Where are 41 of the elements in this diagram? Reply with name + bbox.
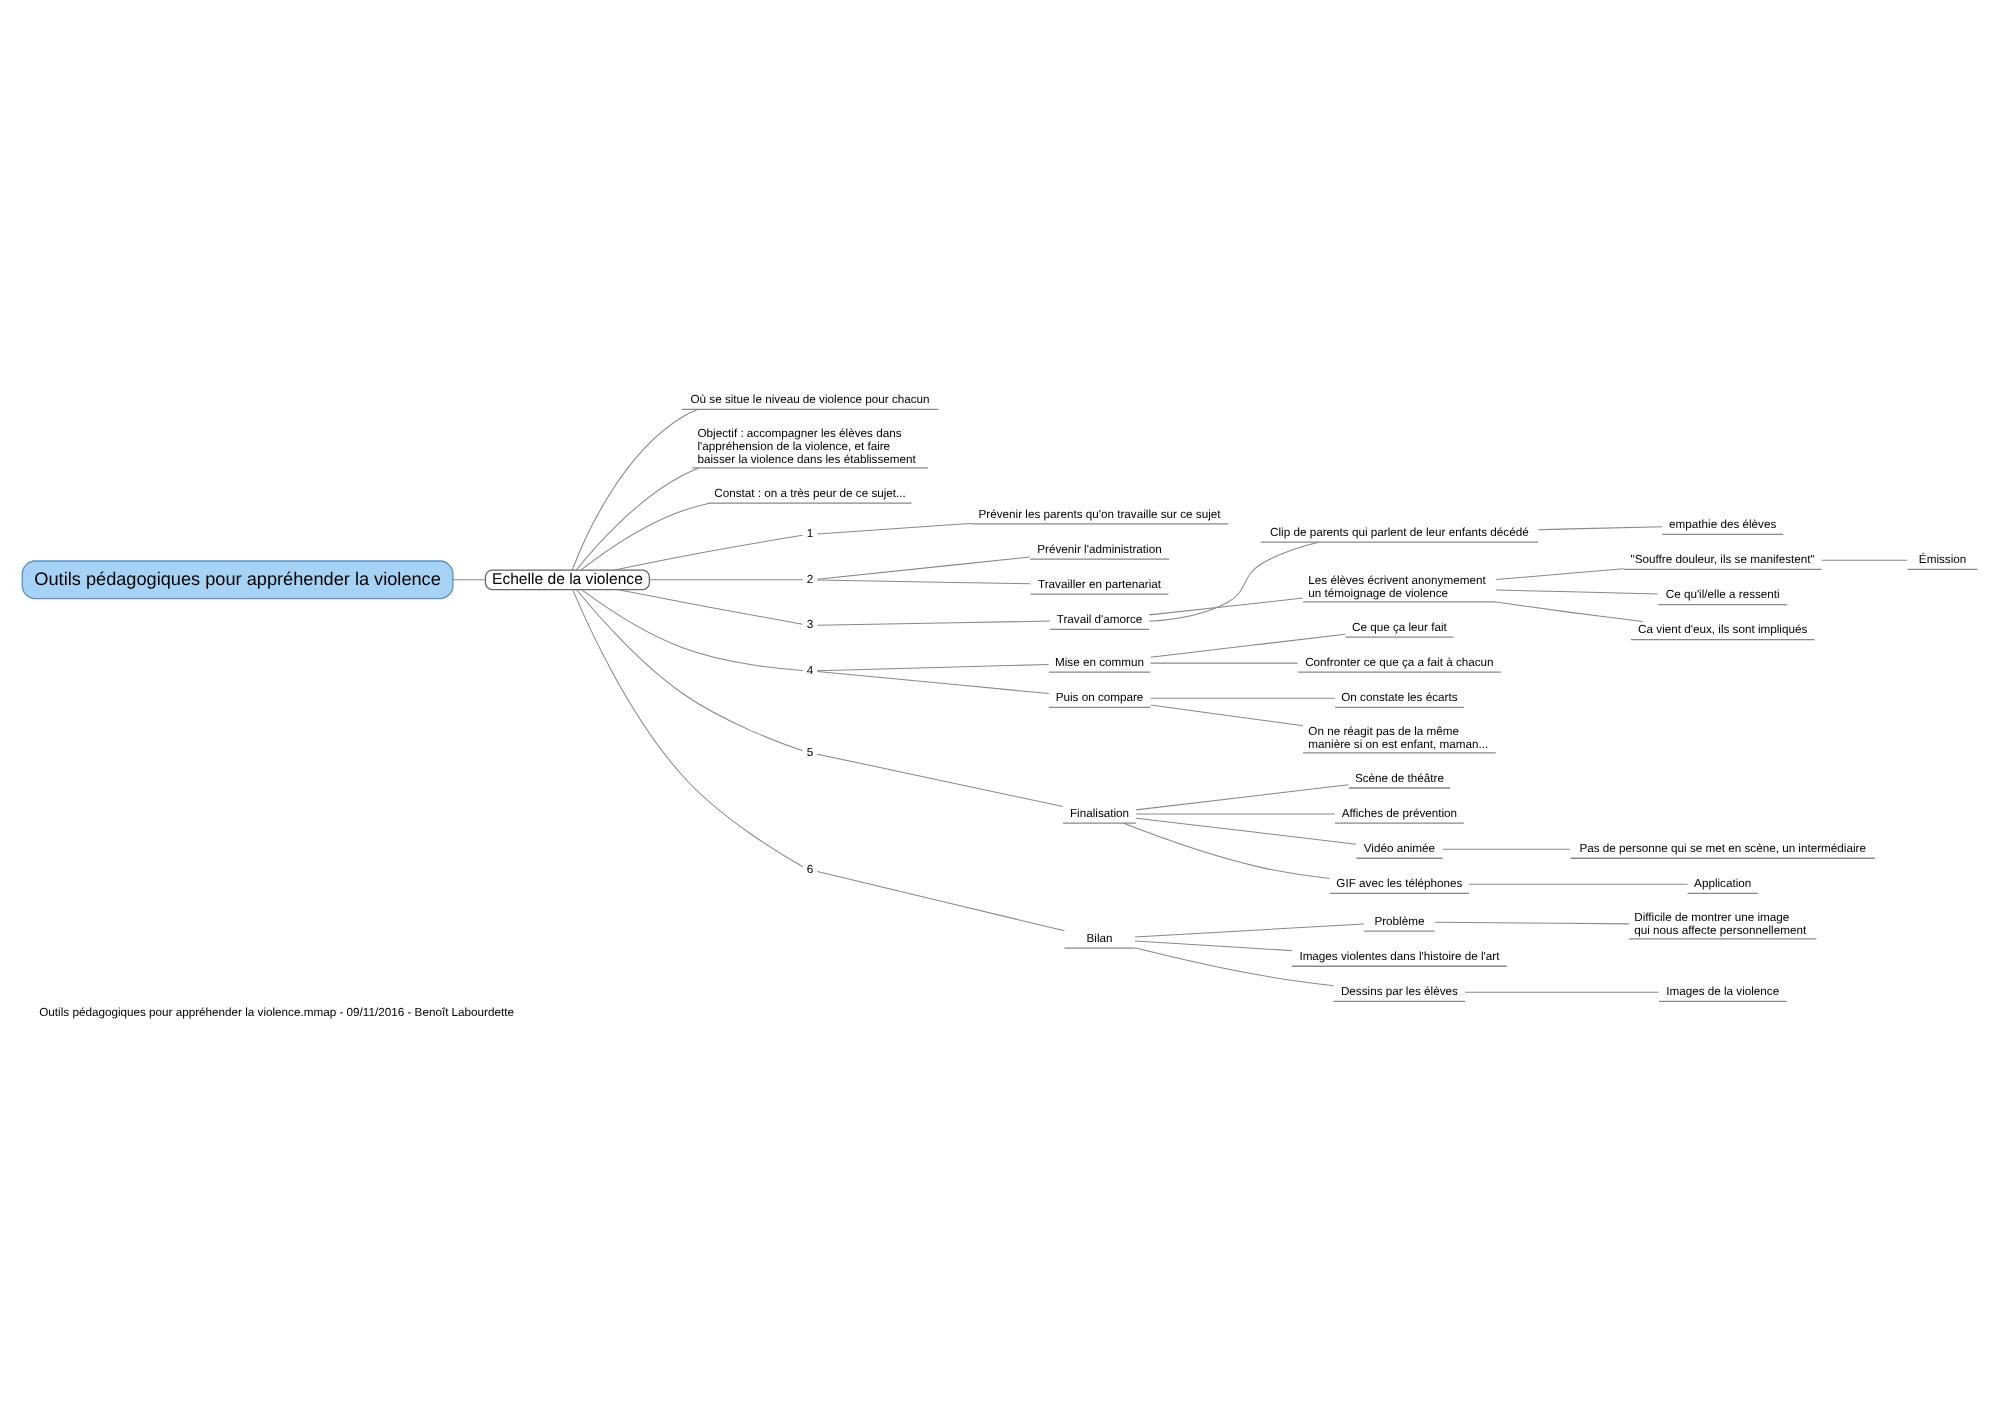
- connector: [1537, 525, 1663, 530]
- connector: [1821, 558, 1908, 560]
- connector: [576, 588, 804, 751]
- connector: [1464, 990, 1660, 992]
- connector: [649, 578, 804, 580]
- connector: [1135, 783, 1350, 810]
- connector: [1495, 588, 1659, 594]
- connector: [1134, 946, 1335, 986]
- connector: [816, 662, 1050, 671]
- connector: [816, 869, 1065, 931]
- node-box: Outils pédagogiques pour appréhender la violence: [21, 559, 454, 599]
- connector: [1150, 696, 1336, 698]
- connector: [816, 619, 1051, 625]
- connector: [816, 752, 1064, 806]
- connector: [1148, 540, 1320, 621]
- connector: [1495, 567, 1625, 580]
- connector: [1135, 816, 1357, 844]
- connector: [571, 407, 698, 570]
- connector: [1468, 882, 1689, 884]
- connector: [1135, 812, 1336, 814]
- connector: [1123, 821, 1331, 879]
- connector: [1434, 920, 1630, 924]
- connector: [816, 521, 972, 534]
- connector: [1150, 632, 1346, 657]
- connector: [572, 588, 804, 867]
- connector: [1442, 847, 1571, 849]
- connector: [1495, 600, 1644, 621]
- connector: [816, 555, 1031, 579]
- connector: [1150, 661, 1299, 663]
- connector: [1134, 922, 1365, 937]
- connector: [452, 578, 486, 580]
- connector: [580, 501, 710, 570]
- connector: [613, 533, 803, 570]
- connector: [1148, 596, 1304, 615]
- connector: [1134, 939, 1293, 951]
- connector: [816, 669, 1050, 694]
- connector: [1150, 703, 1304, 726]
- connector: [581, 588, 804, 671]
- connector: [575, 466, 700, 570]
- connector: [617, 588, 803, 624]
- connector: [816, 578, 1031, 584]
